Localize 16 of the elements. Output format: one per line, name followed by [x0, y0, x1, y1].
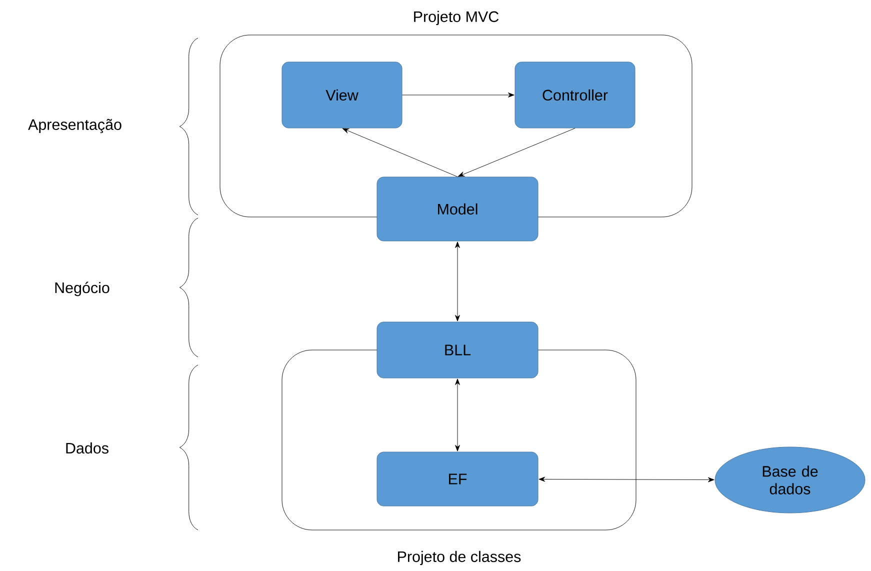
node-label: Projeto MVC	[414, 10, 499, 26]
arrow	[458, 128, 576, 177]
process-box: BLL	[376, 322, 538, 378]
layer-label: Apresentação	[28, 118, 122, 134]
process-box: EF	[376, 452, 538, 506]
layer-label: Dados	[66, 442, 108, 454]
process-box: View	[282, 62, 402, 128]
arrow	[455, 378, 460, 452]
process-box: Model	[376, 176, 538, 242]
arrow	[538, 476, 714, 482]
arrow	[402, 92, 514, 98]
process-box: Controller	[514, 62, 636, 128]
node-label: Projeto de classes	[398, 550, 521, 566]
arrow	[342, 128, 458, 177]
arrow	[455, 242, 460, 322]
layer-label: Negócio	[55, 282, 110, 296]
